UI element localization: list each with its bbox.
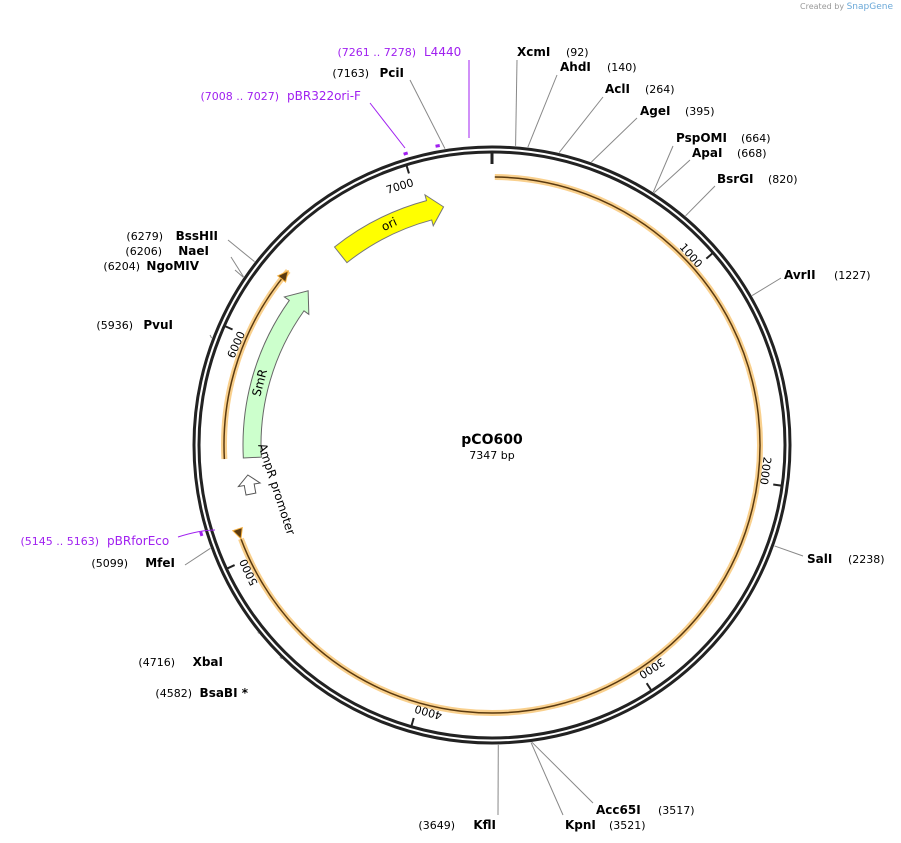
enzyme-leader-line (652, 145, 674, 193)
enzyme-position: (264) (645, 83, 675, 96)
enzyme-name: ApaI (692, 146, 722, 160)
enzyme-leader-line (209, 334, 213, 339)
enzyme-name: KpnI (565, 818, 596, 832)
enzyme-leader-line (558, 96, 604, 153)
primer-range: (5145 .. 5163) (20, 535, 99, 548)
orf-arrowhead (276, 270, 289, 283)
orf-arc-line (240, 176, 761, 714)
ampr-promoter-feature (237, 474, 262, 496)
outer-strand (192, 145, 792, 745)
enzyme-leader-line (774, 545, 804, 557)
enzyme-position: (668) (737, 147, 767, 160)
enzyme-leader-line (409, 79, 446, 149)
labels-layer: XcmI (92)AhdI (140) AclI (264) AgeI (395) PspOM… (20, 45, 884, 832)
enzyme-name: KflI (473, 818, 496, 832)
orf-arrowhead (231, 526, 243, 540)
enzyme-leader-line (257, 631, 260, 634)
enzyme-name: AhdI (560, 60, 591, 74)
enzyme-name: AclI (605, 82, 630, 96)
primer-name: pBRforEco (107, 534, 169, 548)
enzyme-leader-line (279, 656, 283, 660)
enzyme-position: (664) (741, 132, 771, 145)
enzyme-position: (395) (685, 105, 715, 118)
credit-prefix: Created by (800, 2, 845, 11)
enzyme-position: (2238) (848, 553, 885, 566)
enzyme-leader-line (591, 117, 638, 163)
inner-strand (197, 150, 787, 740)
enzyme-position: (140) (607, 61, 637, 74)
enzyme-position: (6279) (126, 230, 163, 243)
enzyme-position: (820) (768, 173, 798, 186)
enzyme-position: (6204) (103, 260, 140, 273)
enzyme-name: NaeI (178, 244, 209, 258)
primer-name: pBR322ori-F (287, 89, 361, 103)
enzyme-leader-line (653, 159, 691, 194)
enzyme-leader-line (751, 277, 782, 296)
enzyme-name: XbaI (193, 655, 223, 669)
snapgene-credit: Created by SnapGene (800, 2, 893, 12)
enzyme-leader-line (230, 256, 244, 278)
enzyme-name: MfeI (145, 556, 175, 570)
tick-mark (705, 252, 714, 260)
enzyme-position: (1227) (834, 269, 871, 282)
enzyme-position: (3517) (658, 804, 695, 817)
ori-label: ori (379, 215, 399, 234)
enzyme-leader-line (685, 185, 716, 217)
primer-leader-line (177, 529, 216, 538)
enzyme-leader-line (530, 742, 564, 816)
enzyme-position: (5099) (91, 557, 128, 570)
ori-feature (333, 193, 445, 264)
ampr-promoter-label: AmpR promoter (255, 442, 298, 537)
enzyme-position: (7163) (332, 67, 369, 80)
tick-mark (226, 564, 236, 570)
smr-label: SmR (249, 368, 270, 398)
enzyme-name: SalI (807, 552, 832, 566)
primer-range: (7261 .. 7278) (337, 46, 416, 59)
tick-mark (773, 483, 782, 487)
primer-binding-mark (435, 144, 441, 148)
enzyme-position: (4582) (155, 687, 192, 700)
enzyme-name: PspOMI (676, 131, 727, 145)
tick-label: 7000 (385, 176, 416, 197)
enzyme-position: (92) (566, 46, 589, 59)
tick-mark (224, 325, 233, 331)
enzyme-position: (4716) (138, 656, 175, 669)
tick-mark (645, 682, 652, 691)
smr-feature (242, 290, 310, 459)
enzyme-name: BsrGI (717, 172, 754, 186)
enzyme-name: XcmI (517, 45, 550, 59)
enzyme-name: Acc65I (596, 803, 641, 817)
plasmid-name: pCO600 (461, 432, 523, 448)
enzyme-position: (3649) (418, 819, 455, 832)
enzyme-name: PciI (380, 66, 405, 80)
enzyme-name: BssHII (176, 229, 218, 243)
enzyme-position: (5936) (96, 319, 133, 332)
credit-brand: SnapGene (846, 2, 893, 12)
tick-mark (410, 717, 415, 726)
enzyme-position: (3521) (609, 819, 646, 832)
enzyme-name: BsaBI * (200, 686, 249, 700)
enzyme-leader-line (227, 239, 255, 263)
tick-mark (405, 165, 410, 174)
enzyme-leader-line (234, 269, 244, 278)
enzyme-name: NgoMIV (146, 259, 199, 273)
primer-name: L4440 (424, 45, 461, 59)
primer-binding-mark (403, 151, 409, 156)
enzyme-leader-line (184, 547, 211, 566)
plasmid-length: 7347 bp (469, 449, 514, 462)
enzyme-position: (6206) (125, 245, 162, 258)
primer-range: (7008 .. 7027) (200, 90, 279, 103)
primer-binding-mark (199, 531, 204, 537)
enzyme-name: AvrII (784, 268, 816, 282)
primer-leader-line (369, 102, 406, 149)
enzyme-leader-line (527, 74, 558, 148)
enzyme-name: AgeI (640, 104, 670, 118)
enzyme-name: PvuI (143, 318, 173, 332)
enzyme-leader-line (531, 741, 594, 804)
enzyme-leader-line (515, 59, 518, 146)
orf-arc-line (223, 270, 289, 460)
